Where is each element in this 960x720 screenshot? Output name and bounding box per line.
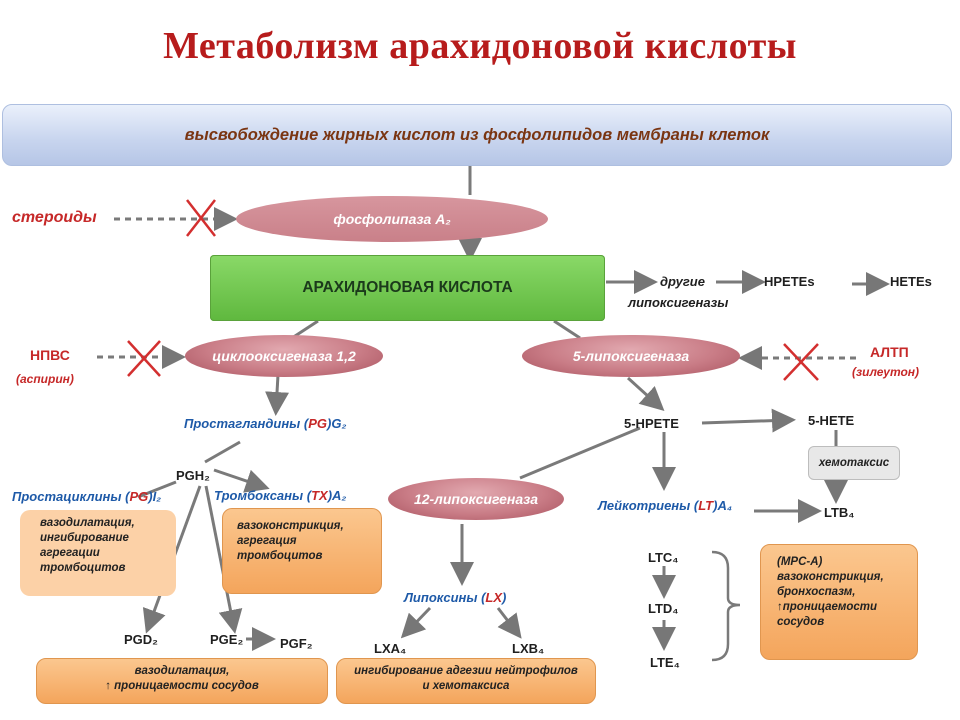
5-hete-label: 5-HETE [808, 413, 855, 428]
leukotrienes-label: Лейкотриены (LT)A₄ [598, 498, 733, 513]
ltd4-label: LTD₄ [648, 601, 679, 616]
other-lox-line2: липоксигеназы [628, 295, 729, 310]
chemotaxis-box: хемотаксис [808, 446, 900, 480]
lxb4-label: LXB₄ [512, 641, 545, 656]
arachidonic-acid-node: АРАХИДОНОВАЯ КИСЛОТА [210, 255, 605, 321]
phospholipase-node: фосфолипаза A₂ [236, 196, 548, 242]
pge2-label: PGE₂ [210, 632, 244, 647]
lte4-label: LTE₄ [650, 655, 680, 670]
pgh2-label: PGH₂ [176, 468, 210, 483]
steroids-label: стероиды [12, 209, 97, 226]
prostaglandins-label: Простагландины (PG)G₂ [184, 416, 347, 431]
pgd2-label: PGD₂ [124, 632, 158, 647]
nsaid-label: НПВС [30, 347, 70, 363]
pgd-effects-box: вазодилатация,↑ проницаемости сосудов [36, 658, 328, 704]
cyclooxygenase-node: циклооксигеназа 1,2 [185, 335, 383, 377]
altp-sublabel: (зилеутон) [852, 365, 920, 379]
5-lipoxygenase-node: 5-липоксигеназа [522, 335, 740, 377]
thromboxanes-label: Тромбоксаны (TX)A₂ [214, 488, 347, 503]
membrane-banner: высвобождение жирных кислот из фосфолипи… [2, 104, 952, 166]
lxa4-label: LXA₄ [374, 641, 407, 656]
nsaid-sublabel: (аспирин) [16, 372, 74, 386]
prostacyclins-label: Простациклины (PG)I₂ [12, 489, 162, 504]
5-hpete-label: 5-HPETE [624, 416, 679, 431]
other-lox-line1: другие [660, 274, 705, 289]
srs-a-effects-box: (MPC-A)вазоконстрикция,бронхоспазм,↑прон… [760, 544, 918, 660]
page-title: Метаболизм арахидоновой кислоты [163, 25, 797, 67]
lipoxins-label: Липоксины (LX) [404, 590, 507, 605]
hetes-label: HETEs [890, 274, 932, 289]
pgf2-label: PGF₂ [280, 636, 313, 651]
ltb4-label: LTB₄ [824, 505, 855, 520]
12-lipoxygenase-node: 12-липоксигеназа [388, 478, 564, 520]
altp-label: АЛТП [870, 344, 909, 360]
hpetes-label: HPETEs [764, 274, 815, 289]
ltc4-label: LTC₄ [648, 550, 679, 565]
